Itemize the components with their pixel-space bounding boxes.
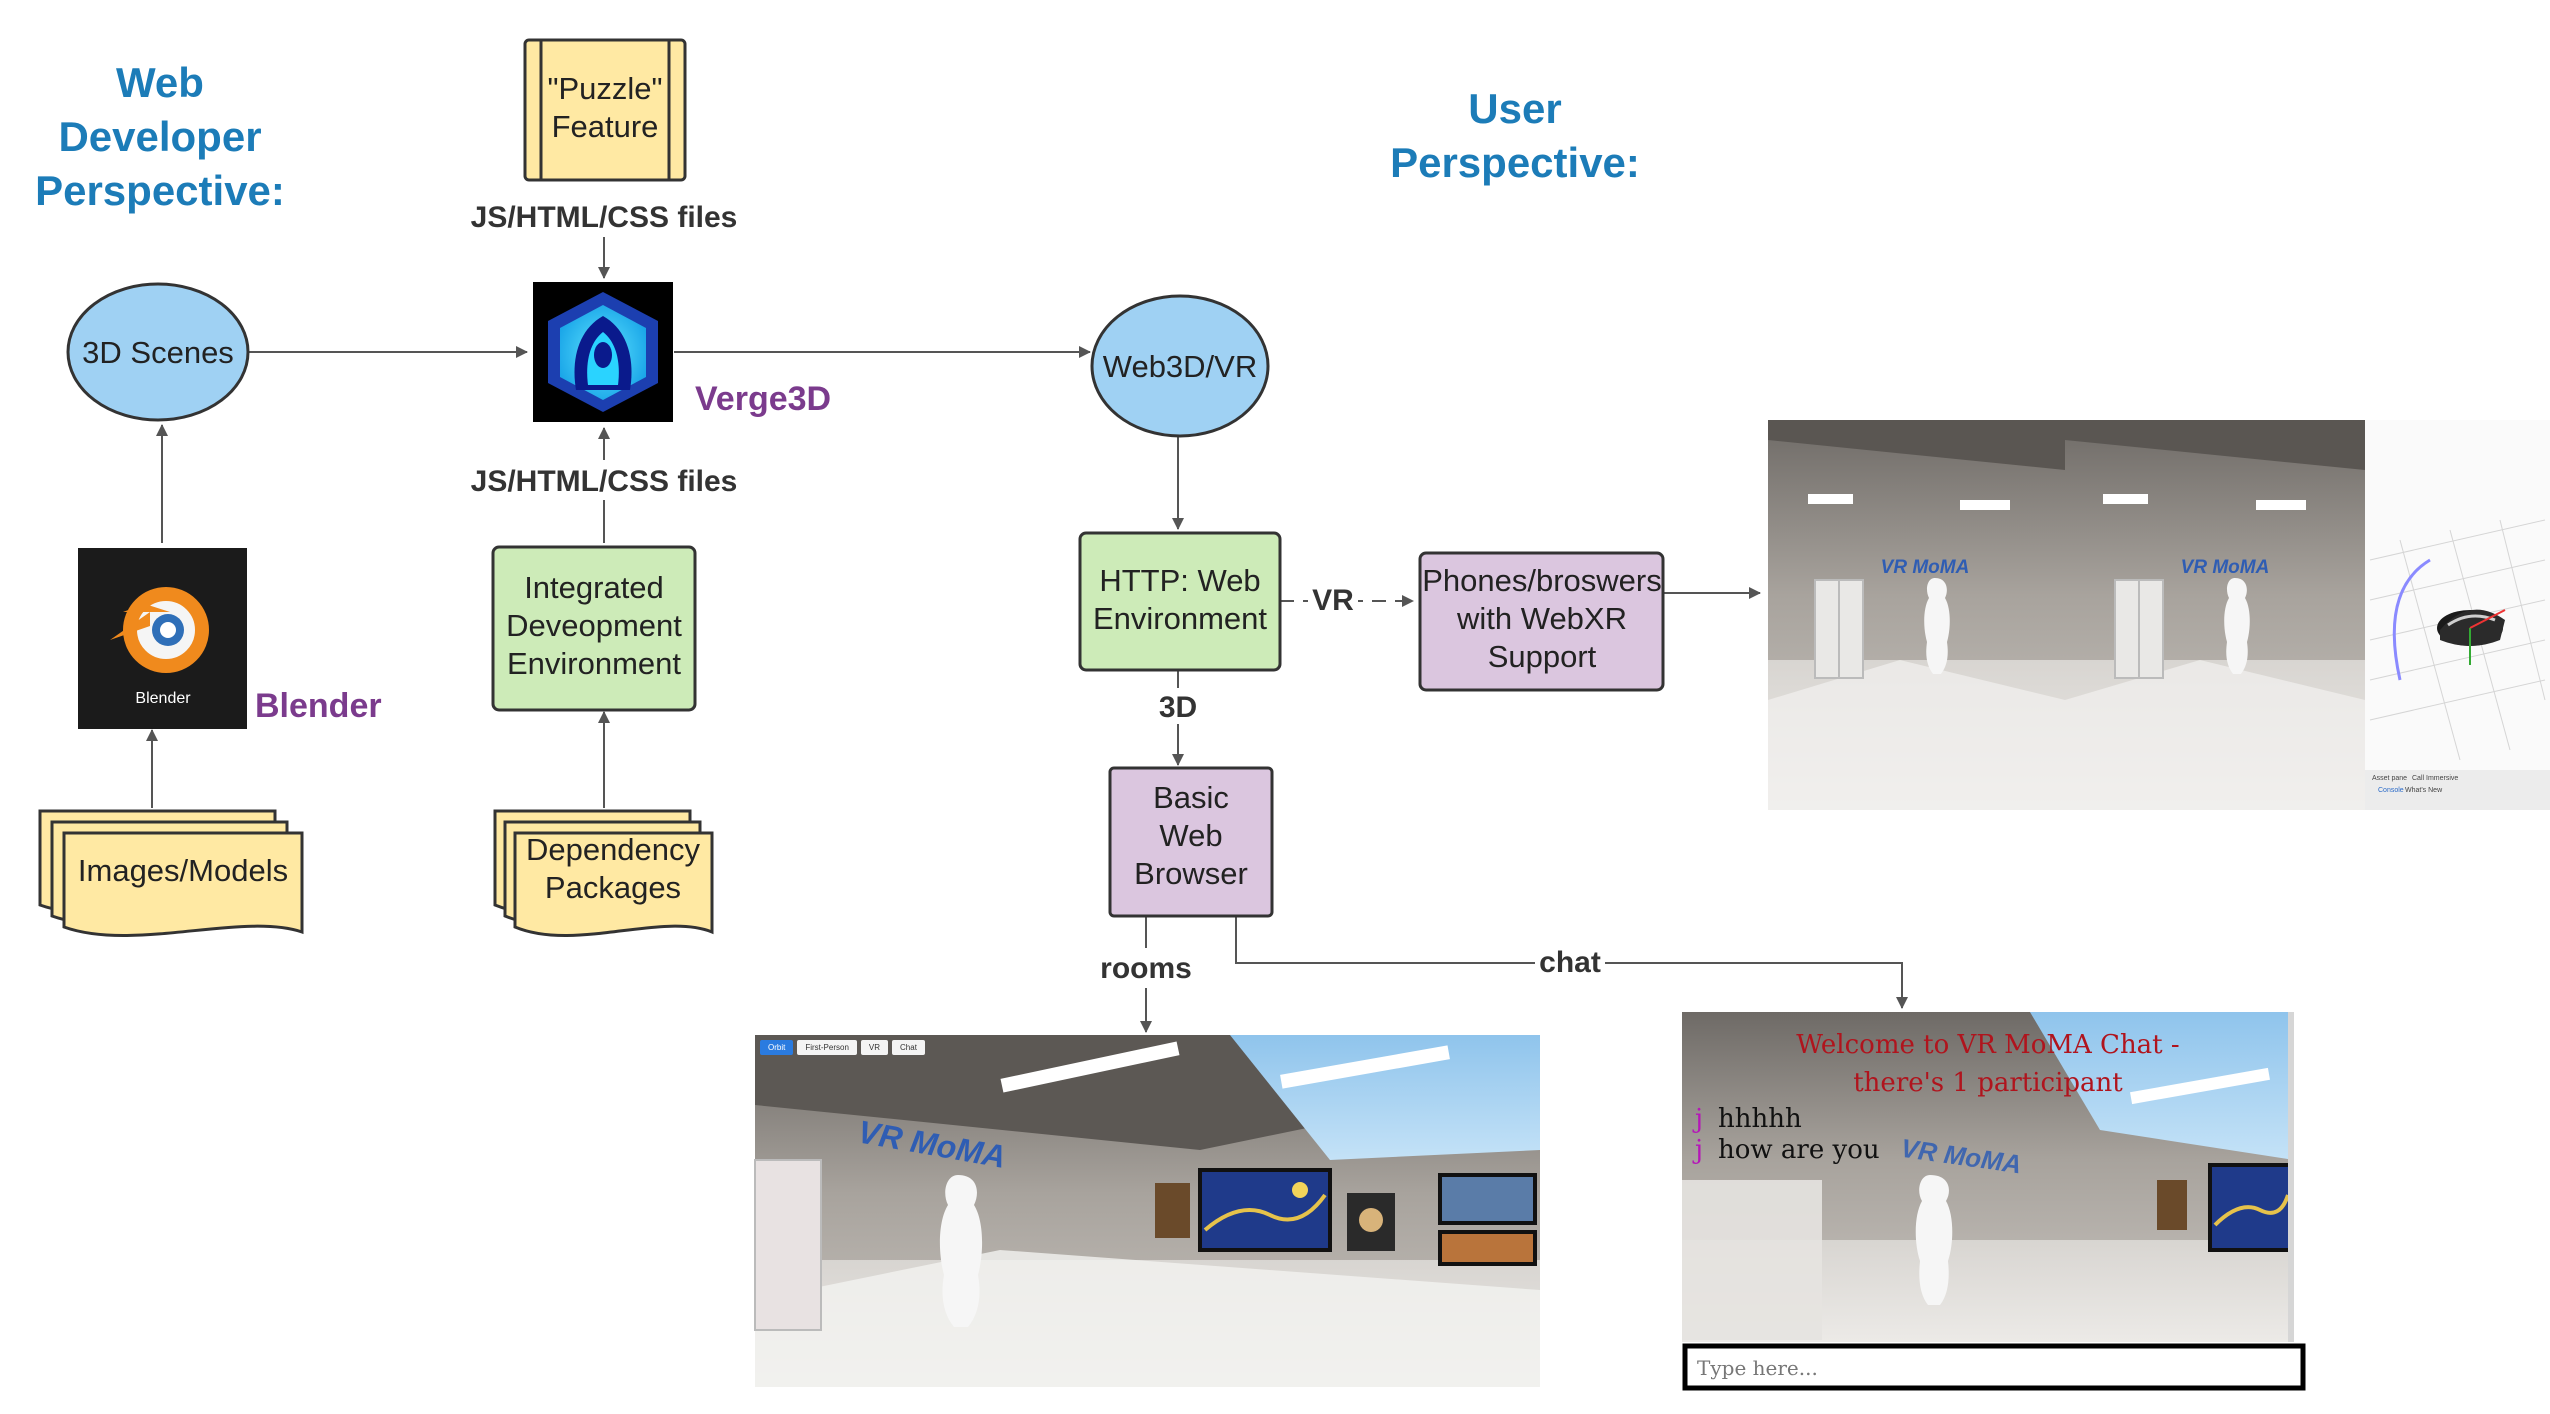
http-label-line1: HTTP: Web xyxy=(1099,563,1260,598)
chat-statue xyxy=(1915,1175,1953,1305)
chat-message-user: j xyxy=(1692,1135,1703,1165)
vr-stereo-screenshot: VR MoMA VR MoMA xyxy=(1768,420,2550,810)
editor-tab-asset: Asset pane xyxy=(2372,775,2407,782)
tab-orbit[interactable]: Orbit xyxy=(760,1040,794,1055)
vr-sign-right: VR MoMA xyxy=(2181,557,2270,578)
editor-panel: Asset pane Call Immersive Console What's… xyxy=(2365,420,2550,810)
http-node: HTTP: Web Environment xyxy=(1078,531,1282,672)
rooms-screenshot: VR MoMA xyxy=(754,1035,1540,1387)
verge3d-logo xyxy=(533,282,673,422)
editor-tab-whatsnew: What's New xyxy=(2405,787,2443,794)
ide-label-line1: Integrated xyxy=(524,570,664,605)
editor-tab-console: Console xyxy=(2378,787,2404,794)
vr-right-eye-view: VR MoMA xyxy=(2065,420,2365,810)
chat-message-input[interactable] xyxy=(1682,1343,2306,1391)
label-3d: 3D xyxy=(1159,691,1197,724)
chat-welcome-line2: there's 1 participant xyxy=(1853,1068,2123,1098)
blender-label: Blender xyxy=(255,687,382,725)
user-heading-line1: User xyxy=(1468,85,1561,132)
rooms-statue xyxy=(939,1175,983,1327)
images-models-label: Images/Models xyxy=(78,853,288,888)
chat-scrollbar[interactable] xyxy=(2288,1012,2294,1342)
ide-label-line2: Deveopment xyxy=(506,608,682,643)
blender-logo: Blender xyxy=(78,548,247,729)
label-js-bottom: JS/HTML/CSS files xyxy=(471,465,738,498)
chat-message-text: how are you xyxy=(1718,1135,1880,1165)
label-chat: chat xyxy=(1539,946,1601,979)
edge-labels: JS/HTML/CSS files JS/HTML/CSS files VR 3… xyxy=(455,195,1605,988)
puzzle-label-line2: Feature xyxy=(552,109,659,144)
web-developer-heading-line2: Developer xyxy=(58,113,261,160)
web-developer-heading: Web Developer Perspective: xyxy=(35,59,285,214)
chat-screenshot: VR MoMA Welcome to VR MoMA Chat - there'… xyxy=(1682,1012,2306,1392)
chat-welcome-line1: Welcome to VR MoMA Chat - xyxy=(1796,1030,2179,1060)
browser-label-line1: Basic xyxy=(1153,780,1229,815)
user-heading-line2: Perspective: xyxy=(1390,139,1640,186)
http-label-line2: Environment xyxy=(1093,601,1267,636)
web3d-vr-node: Web3D/VR xyxy=(1090,294,1270,438)
web-developer-heading-line3: Perspective: xyxy=(35,167,285,214)
user-heading: User Perspective: xyxy=(1390,85,1640,186)
painting-sunset xyxy=(1438,1230,1537,1266)
painting-bridge xyxy=(1438,1173,1537,1225)
chat-message: j hhhhh xyxy=(1692,1104,1802,1134)
images-models-node: Images/Models xyxy=(38,809,304,938)
label-js-top: JS/HTML/CSS files xyxy=(471,201,738,234)
phones-label-line1: Phones/broswers xyxy=(1422,563,1662,598)
ide-node: Integrated Deveopment Environment xyxy=(491,545,697,712)
browser-node: Basic Web Browser xyxy=(1108,766,1274,918)
web3d-vr-label: Web3D/VR xyxy=(1103,349,1258,384)
phones-node: Phones/broswers with WebXR Support xyxy=(1418,551,1665,692)
dependency-label-line2: Packages xyxy=(545,870,681,905)
label-vr: VR xyxy=(1312,584,1354,617)
vr-left-eye-view: VR MoMA xyxy=(1768,420,2065,810)
vr-sign-left: VR MoMA xyxy=(1881,557,1970,578)
web-developer-heading-line1: Web xyxy=(116,59,204,106)
label-rooms: rooms xyxy=(1100,952,1192,985)
ide-label-line3: Environment xyxy=(507,646,681,681)
painting-1 xyxy=(1155,1183,1190,1238)
dependency-node: Dependency Packages xyxy=(493,809,714,938)
verge3d-label: Verge3D xyxy=(695,380,831,418)
browser-label-line2: Web xyxy=(1159,818,1222,853)
puzzle-label-line1: "Puzzle" xyxy=(547,71,662,106)
phones-label-line3: Support xyxy=(1488,639,1597,674)
tab-chat[interactable]: Chat xyxy=(892,1040,925,1055)
dependency-label-line1: Dependency xyxy=(526,832,701,867)
editor-tab-call: Call Immersive xyxy=(2412,775,2458,782)
phones-label-line2: with WebXR xyxy=(1456,601,1627,636)
tab-first-person[interactable]: First-Person xyxy=(797,1040,857,1055)
puzzle-feature-node: "Puzzle" Feature xyxy=(523,38,687,182)
chat-message-text: hhhhh xyxy=(1718,1104,1802,1134)
chat-message: j how are you xyxy=(1692,1135,1880,1165)
3d-scenes-label: 3D Scenes xyxy=(82,335,234,370)
3d-scenes-node: 3D Scenes xyxy=(66,282,250,422)
tab-vr[interactable]: VR xyxy=(860,1040,889,1055)
rooms-view-tabs: Orbit First-Person VR Chat xyxy=(760,1040,925,1055)
chat-message-user: j xyxy=(1692,1104,1703,1134)
blender-logo-text: Blender xyxy=(135,690,191,707)
chat-input-placeholder: Type here... xyxy=(1697,1356,1818,1380)
browser-label-line3: Browser xyxy=(1134,856,1248,891)
